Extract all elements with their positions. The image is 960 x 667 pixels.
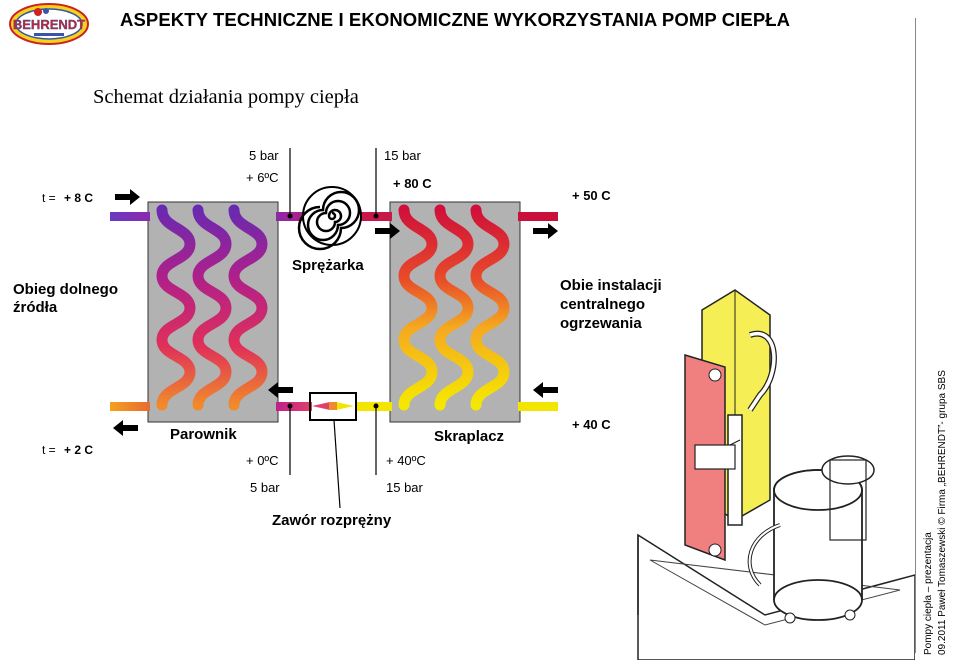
heating-inlet-temp: + 40 C xyxy=(572,417,611,432)
behrendt-logo: BEHRENDT xyxy=(9,3,89,45)
arrow-left-icon xyxy=(113,420,138,436)
compressor-label: Sprężarka xyxy=(292,257,364,274)
footer-line-2: 09.2011 Paweł Tomaszewski © Firma „BEHRE… xyxy=(937,370,948,655)
arrow-right-icon xyxy=(533,223,558,239)
valve-label: Zawór rozprężny xyxy=(272,512,392,529)
evaporator-inlet-pressure: 5 bar xyxy=(250,480,280,495)
evaporator-label: Parownik xyxy=(170,426,237,443)
condenser xyxy=(389,201,521,423)
source-circuit-label-1: Obieg dolnego xyxy=(13,281,118,298)
source-circuit-label-2: źródła xyxy=(13,299,58,316)
heating-outlet-pipe xyxy=(518,212,558,221)
source-outlet-pipe xyxy=(110,402,150,411)
evaporator-inlet-temp: + 0ºC xyxy=(246,453,279,468)
arrow-right-icon xyxy=(375,223,400,239)
heat-pump-schematic: t = + 8 C t = + 2 C + 50 C + 40 C 5 bar … xyxy=(13,148,662,529)
source-outlet-prefix: t = xyxy=(42,443,56,457)
evaporator-feed-pipe xyxy=(276,402,312,411)
compressor-inlet-pressure: 5 bar xyxy=(249,148,279,163)
evaporator xyxy=(147,201,279,423)
compressor xyxy=(297,186,362,251)
condenser-outlet-pressure: 15 bar xyxy=(386,480,424,495)
flow-arrows xyxy=(113,189,558,436)
svg-text:BEHRENDT: BEHRENDT xyxy=(13,17,85,32)
heating-outlet-temp: + 50 C xyxy=(572,188,611,203)
slide-subtitle: Schemat działania pompy ciepła xyxy=(93,86,359,108)
compressor-outlet-pressure: 15 bar xyxy=(384,148,422,163)
source-inlet-pipe xyxy=(110,212,150,221)
heating-inlet-pipe xyxy=(518,402,558,411)
slide-title: ASPEKTY TECHNICZNE I EKONOMICZNE WYKORZY… xyxy=(120,9,791,30)
source-outlet-temp: + 2 C xyxy=(64,443,93,457)
arrow-right-icon xyxy=(115,189,140,205)
arrow-left-icon xyxy=(533,382,558,398)
heating-circuit-label-2: centralnego xyxy=(560,296,645,313)
source-inlet-prefix: t = xyxy=(42,191,56,205)
leader-lines xyxy=(289,148,377,509)
compressor-inlet-temp: + 6ºC xyxy=(246,170,279,185)
condenser-outlet-temp: + 40ºC xyxy=(386,453,426,468)
heating-circuit-label-1: Obie instalacji xyxy=(560,277,662,294)
heat-pump-unit-illustration xyxy=(637,289,915,660)
condenser-label: Skraplacz xyxy=(434,428,504,445)
compressor-outlet-temp: + 80 C xyxy=(393,176,432,191)
vertical-divider xyxy=(915,18,916,653)
expansion-valve xyxy=(309,392,357,421)
source-inlet-temp: + 8 C xyxy=(64,191,93,205)
arrow-left-icon xyxy=(268,382,293,398)
slide-footer: Pompy ciepła – prezentacja 09.2011 Paweł… xyxy=(922,370,960,655)
heating-circuit-label-3: ogrzewania xyxy=(560,315,642,332)
footer-line-1: Pompy ciepła – prezentacja xyxy=(923,532,934,655)
